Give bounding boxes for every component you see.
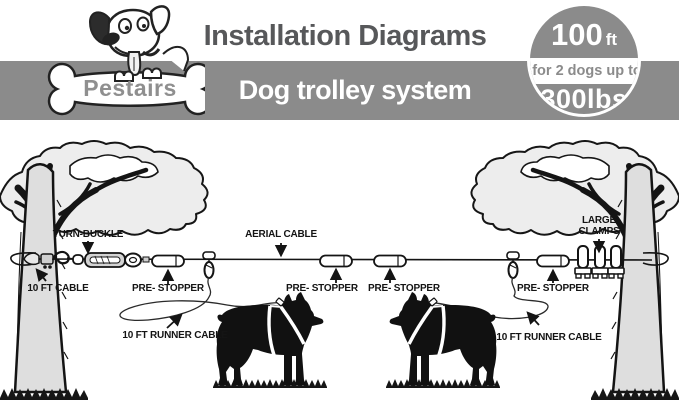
label-runner-cable-left: 10 FT RUNNER CABLE — [122, 330, 228, 341]
badge-length-value: 100 — [550, 17, 603, 52]
pre-stopper-1 — [151, 254, 185, 268]
logo-bone — [47, 62, 205, 116]
dog-left — [211, 290, 329, 390]
arrow-runner-right — [526, 311, 540, 326]
cable-thimble — [23, 252, 40, 266]
arrow-runner-left — [166, 313, 183, 329]
logo-dog-paw — [142, 67, 162, 79]
large-clamp-3 — [607, 245, 625, 279]
pre-stopper-2 — [319, 254, 353, 268]
label-pre-stopper-3: PRE- STOPPER — [368, 283, 441, 294]
label-aerial-cable: AERIAL CABLE — [245, 229, 317, 240]
badge-length-unit: ft — [605, 30, 618, 49]
large-clamp-1 — [574, 245, 592, 279]
page-subtitle: Dog trolley system — [238, 75, 472, 105]
logo-dog-collar — [142, 48, 161, 57]
logo-dog-body — [162, 45, 190, 72]
label-large-clamps-2: CLAMPS — [578, 226, 620, 237]
hook-icon — [51, 250, 70, 265]
page-title: Installation Diagrams — [203, 20, 487, 52]
label-pre-stopper-2: PRE- STOPPER — [286, 283, 359, 294]
logo-dog-nose — [102, 32, 120, 46]
trolley-carabiner-2 — [506, 251, 520, 279]
cable-clamp — [40, 253, 54, 265]
logo-dog-left-ear — [88, 11, 111, 46]
label-10ft-cable: 10 FT CABLE — [27, 283, 89, 294]
turnbuckle-assembly — [23, 250, 150, 269]
arrow-10ft-cable — [35, 268, 49, 282]
brand-name: Pestairs — [83, 75, 177, 101]
pre-stopper-4 — [536, 254, 570, 268]
label-pre-stopper-4: PRE- STOPPER — [517, 283, 590, 294]
label-large-clamps-1: LARGE — [582, 215, 617, 226]
label-runner-cable-right: 10 FT RUNNER CABLE — [496, 332, 602, 343]
logo-dog-icon — [88, 5, 171, 58]
installation-diagram: TURN-BUCKLE AERIAL CABLE LARGE CLAMPS 10… — [0, 140, 679, 407]
badge-weight-value: 300lbs — [540, 84, 628, 114]
pre-stopper-3 — [373, 254, 407, 268]
large-clamp-2 — [591, 245, 609, 279]
label-turn-buckle: TURN-BUCKLE — [53, 229, 124, 240]
logo-dog-right-ear — [149, 5, 171, 36]
trolley-carabiner-1 — [202, 251, 216, 279]
pointer-arrows — [35, 239, 606, 329]
left-tree — [0, 141, 208, 400]
runner-cable-left-line — [119, 276, 281, 321]
brand-logo: Pestairs — [47, 5, 205, 116]
dog-right — [384, 290, 502, 390]
logo-dog-paw — [114, 70, 134, 82]
badge-middle-line: for 2 dogs up to — [530, 58, 638, 84]
label-pre-stopper-1: PRE- STOPPER — [132, 283, 205, 294]
